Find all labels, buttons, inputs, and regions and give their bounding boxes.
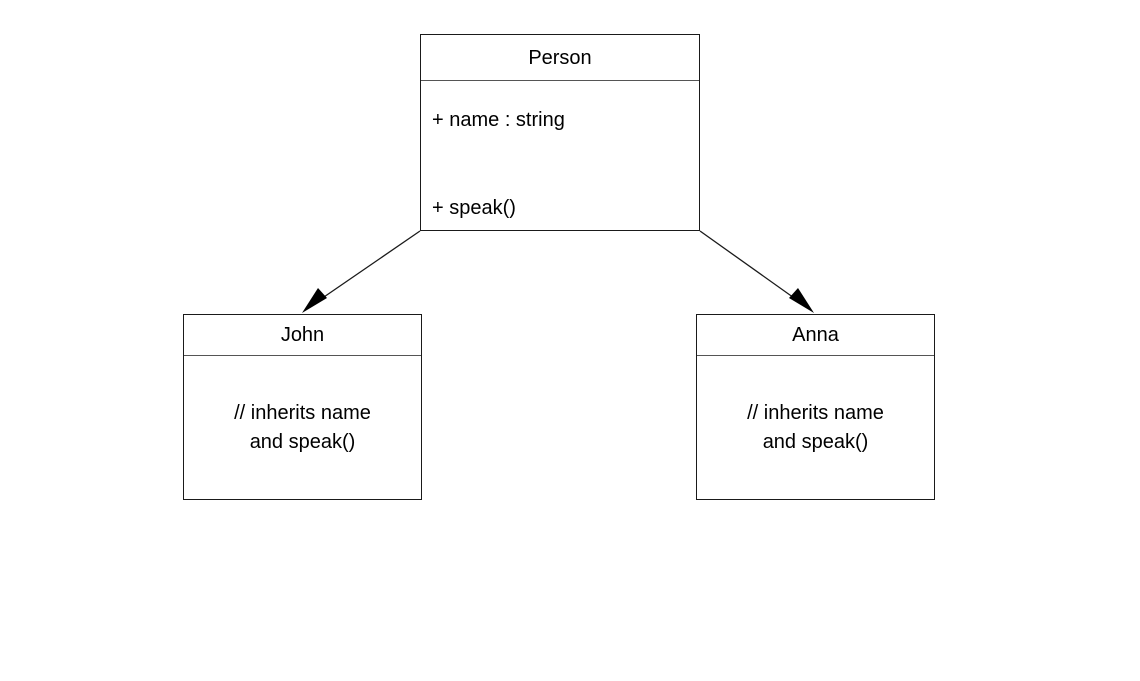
uml-class-body-john: // inherits name and speak() (184, 356, 421, 499)
uml-class-john[interactable]: John // inherits name and speak() (183, 314, 422, 500)
arrowhead-filled-triangle-anna (789, 288, 814, 313)
uml-class-header-john: John (184, 315, 421, 356)
uml-class-body-person: + name : string + speak() (421, 81, 699, 230)
uml-class-name-john: John (280, 324, 325, 346)
uml-note-john: // inherits name and speak() (234, 402, 371, 453)
arrowhead-filled-triangle-john (302, 288, 327, 313)
uml-class-name-person: Person (528, 46, 592, 69)
uml-class-header-anna: Anna (697, 315, 934, 356)
uml-operation-speak: + speak() (432, 197, 516, 219)
uml-note-anna: // inherits name and speak() (747, 402, 884, 453)
uml-class-anna[interactable]: Anna // inherits name and speak() (696, 314, 935, 500)
inheritance-edge-person-john (302, 230, 421, 313)
inheritance-edge-person-anna (699, 230, 814, 313)
uml-class-body-anna: // inherits name and speak() (697, 356, 934, 499)
uml-attribute-name: + name : string (432, 109, 565, 131)
uml-class-person[interactable]: Person + name : string + speak() (420, 34, 700, 231)
uml-class-header-person: Person (421, 35, 699, 81)
uml-class-name-anna: Anna (792, 324, 839, 346)
